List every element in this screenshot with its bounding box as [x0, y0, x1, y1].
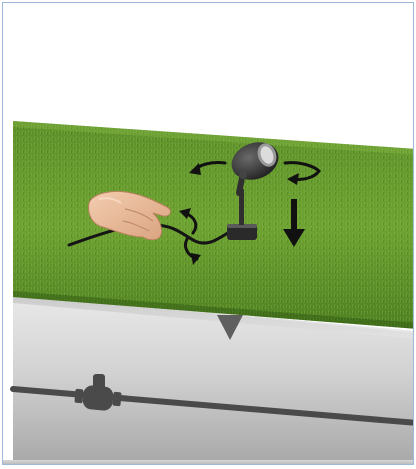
frame-bottom-shade — [3, 460, 413, 464]
illustration-frame — [2, 2, 414, 465]
installation-scene — [3, 3, 414, 465]
lawn-surface — [13, 121, 414, 329]
